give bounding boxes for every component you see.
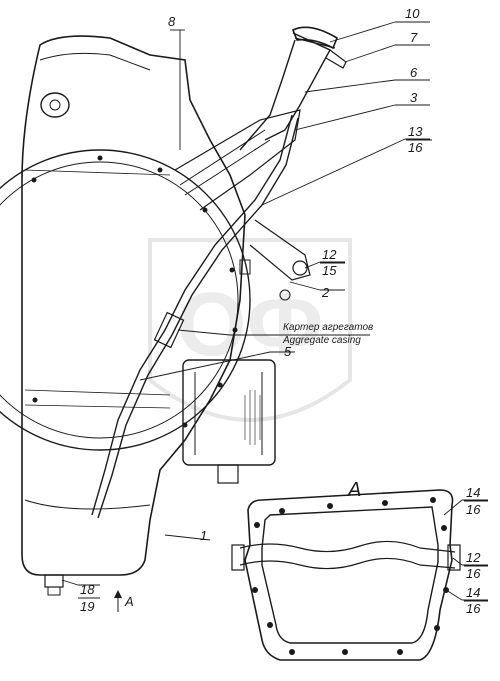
filler-cap xyxy=(291,26,347,69)
callout-18: 18 xyxy=(80,582,95,597)
callout-8: 8 xyxy=(168,14,176,29)
callout-12-a: 12 xyxy=(322,247,337,262)
callout-16-c: 16 xyxy=(466,566,481,581)
flywheel-housing xyxy=(0,149,251,451)
note-en: Aggregate casing xyxy=(282,335,361,346)
view-a-arrow-label: A xyxy=(124,594,134,609)
view-a-label: A xyxy=(347,479,361,501)
callout-1: 1 xyxy=(200,528,207,543)
bracket xyxy=(239,219,311,301)
callout-underlines xyxy=(78,139,488,602)
callout-3: 3 xyxy=(410,90,418,105)
callout-13: 13 xyxy=(408,124,423,139)
callout-16-d: 16 xyxy=(466,601,481,616)
leader-lines xyxy=(61,21,430,586)
callout-labels: 10 7 8 6 3 13 16 12 15 2 Картер агрегато… xyxy=(80,6,481,616)
callout-6: 6 xyxy=(410,65,418,80)
view-a-arrow xyxy=(114,590,122,612)
callout-7: 7 xyxy=(410,30,418,45)
callout-15: 15 xyxy=(322,263,337,278)
dipstick-cable xyxy=(91,114,299,519)
callout-14-c: 14 xyxy=(466,585,480,600)
engine-body xyxy=(21,35,246,576)
callout-19: 19 xyxy=(80,599,94,614)
drain-plug xyxy=(44,574,64,596)
callout-14-b: 14 xyxy=(466,485,480,500)
callout-16-a: 16 xyxy=(408,140,423,155)
callout-5: 5 xyxy=(284,344,292,359)
starter-motor xyxy=(182,359,276,484)
note-ru: Картер агрегатов xyxy=(283,322,373,333)
filler-tube xyxy=(174,26,347,211)
detail-bolt-heads xyxy=(252,497,449,655)
callout-2: 2 xyxy=(321,285,330,300)
flywheel-bolt-holes xyxy=(31,155,238,428)
callout-12-b: 12 xyxy=(466,550,481,565)
callout-16-b: 16 xyxy=(466,502,481,517)
detail-view-a xyxy=(231,489,488,661)
callout-10: 10 xyxy=(405,6,420,21)
